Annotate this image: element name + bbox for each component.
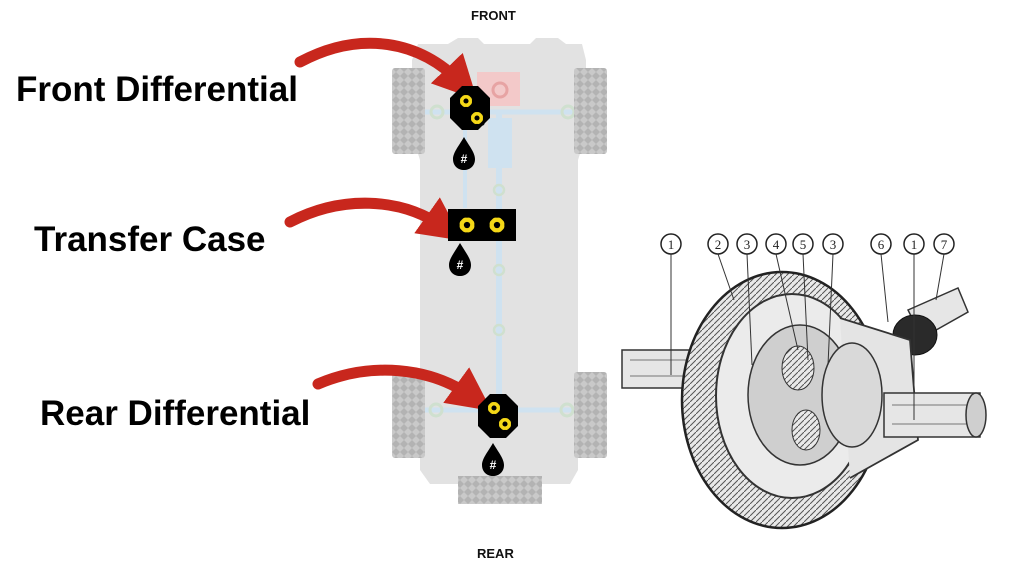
callout-3b: 3: [822, 233, 844, 255]
transfer-case-oil-drop-icon: #: [449, 243, 471, 276]
callout-7: 7: [933, 233, 955, 255]
rear-differential-gear-icon: [478, 394, 518, 438]
callout-1: 1: [660, 233, 682, 255]
callout-5: 5: [792, 233, 814, 255]
front-differential-label: Front Differential: [16, 70, 298, 109]
svg-text:6: 6: [878, 237, 885, 252]
svg-text:1: 1: [668, 237, 675, 252]
transfer-case-gear-icon: [448, 209, 516, 241]
front-differential-arrow: [294, 37, 478, 100]
rear-right-tire: [574, 372, 607, 458]
front-fluid-marker: #: [461, 152, 468, 166]
rear-left-tire: [392, 372, 425, 458]
spare-tire: [458, 476, 542, 504]
callout-1b: 1: [903, 233, 925, 255]
upper-spider-gear: [781, 345, 815, 391]
svg-text:3: 3: [744, 237, 751, 252]
front-right-tire: [574, 68, 607, 154]
svg-text:7: 7: [941, 237, 948, 252]
callout-3: 3: [736, 233, 758, 255]
front-left-tire: [392, 68, 425, 154]
svg-text:5: 5: [800, 237, 807, 252]
svg-text:3: 3: [830, 237, 837, 252]
lower-spider-gear: [791, 409, 821, 451]
svg-text:2: 2: [715, 237, 722, 252]
rear-oil-drop-icon: #: [482, 443, 504, 476]
front-differential-gear-icon: [450, 86, 490, 130]
transfer-case-fluid-marker: #: [457, 258, 464, 272]
callout-6: 6: [870, 233, 892, 255]
differential-cutaway-illustration: 1 2 3 4 5 3 6 1: [621, 233, 987, 530]
rear-differential-label: Rear Differential: [40, 394, 311, 433]
svg-text:4: 4: [773, 237, 780, 252]
rear-differential-arrow: [312, 364, 492, 411]
front-label: FRONT: [471, 8, 516, 23]
right-axle-shaft: [883, 392, 981, 438]
rear-label: REAR: [477, 546, 514, 561]
svg-text:1: 1: [911, 237, 918, 252]
transfer-case-arrow: [284, 197, 463, 241]
rear-fluid-marker: #: [490, 458, 497, 472]
transfer-case-label: Transfer Case: [34, 220, 266, 259]
front-oil-drop-icon: #: [453, 137, 475, 170]
callout-4: 4: [765, 233, 787, 255]
callout-2: 2: [707, 233, 729, 255]
